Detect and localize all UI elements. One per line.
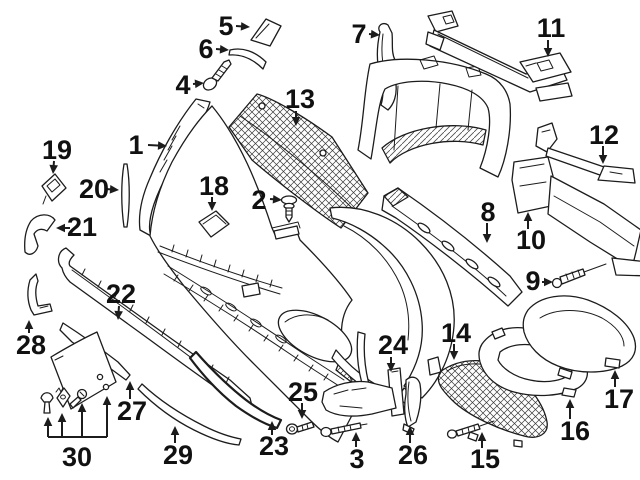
part-20-seal-strip bbox=[121, 163, 130, 228]
callout-number: 22 bbox=[106, 279, 136, 309]
callout-20[interactable]: 20 bbox=[79, 174, 119, 204]
callout-3[interactable]: 3 bbox=[349, 432, 365, 474]
callout-number: 17 bbox=[604, 384, 634, 414]
part-23-chrome-strip bbox=[188, 350, 283, 430]
part-12-strut bbox=[535, 122, 636, 184]
part-26-side-bracket bbox=[402, 376, 422, 435]
callout-number: 13 bbox=[285, 84, 315, 114]
callout-number: 5 bbox=[218, 11, 233, 41]
callout-26[interactable]: 26 bbox=[398, 426, 428, 470]
callout-24[interactable]: 24 bbox=[378, 330, 408, 372]
callout-number: 1 bbox=[128, 130, 143, 160]
part-29-molding bbox=[137, 383, 242, 446]
callout-number: 15 bbox=[470, 444, 500, 474]
callout-number: 16 bbox=[560, 416, 590, 446]
callout-29[interactable]: 29 bbox=[163, 426, 193, 470]
part-2-push-clip bbox=[280, 195, 298, 223]
callout-6[interactable]: 6 bbox=[198, 34, 229, 64]
callout-11[interactable]: 11 bbox=[537, 13, 566, 57]
callout-2[interactable]: 2 bbox=[251, 185, 282, 215]
callout-15[interactable]: 15 bbox=[470, 432, 500, 474]
callout-16[interactable]: 16 bbox=[560, 399, 590, 446]
callout-number: 2 bbox=[251, 185, 266, 215]
part-4-screw bbox=[202, 59, 232, 91]
callout-number: 4 bbox=[175, 70, 190, 100]
callout-14[interactable]: 14 bbox=[441, 318, 471, 360]
part-17-fog-bezel-outer bbox=[522, 295, 637, 380]
part-30-license-bracket-kit bbox=[40, 331, 117, 414]
small-link-bracket bbox=[427, 356, 442, 376]
callout-number: 19 bbox=[42, 135, 72, 165]
parts-layer bbox=[24, 10, 640, 448]
bumper-fascia bbox=[149, 105, 413, 443]
part-19-sleeve bbox=[41, 173, 67, 205]
callout-25[interactable]: 25 bbox=[288, 377, 318, 419]
callout-number: 8 bbox=[480, 197, 495, 227]
part-28-bracket bbox=[27, 273, 53, 316]
callout-7[interactable]: 7 bbox=[351, 19, 380, 49]
callout-23[interactable]: 23 bbox=[259, 421, 289, 461]
callout-1[interactable]: 1 bbox=[128, 130, 167, 160]
callout-number: 28 bbox=[16, 330, 46, 360]
part-11-crossmember bbox=[425, 10, 573, 102]
callout-number: 7 bbox=[351, 19, 366, 49]
callout-number: 10 bbox=[516, 225, 546, 255]
part-3-screw bbox=[320, 422, 368, 438]
part-25-bolt bbox=[285, 421, 315, 435]
part-21-bracket bbox=[24, 214, 56, 255]
callout-27[interactable]: 27 bbox=[117, 381, 147, 426]
part-15-screw bbox=[446, 420, 495, 439]
callout-9[interactable]: 9 bbox=[525, 266, 553, 296]
callout-number: 11 bbox=[537, 13, 566, 43]
callout-number: 27 bbox=[117, 396, 147, 426]
radiator-support bbox=[357, 55, 512, 178]
callout-22[interactable]: 22 bbox=[106, 279, 136, 320]
callout-13[interactable]: 13 bbox=[285, 84, 315, 126]
callout-5[interactable]: 5 bbox=[218, 11, 250, 41]
callout-8[interactable]: 8 bbox=[480, 197, 496, 243]
callout-18[interactable]: 18 bbox=[199, 171, 229, 211]
callout-12[interactable]: 12 bbox=[589, 120, 619, 164]
callout-21[interactable]: 21 bbox=[56, 212, 97, 242]
part-10-reinforcement-bar bbox=[511, 156, 640, 277]
callout-19[interactable]: 19 bbox=[42, 135, 72, 174]
callout-number: 23 bbox=[259, 431, 289, 461]
part-8-absorber-beam bbox=[381, 187, 523, 307]
callout-28[interactable]: 28 bbox=[16, 320, 46, 360]
callout-number: 20 bbox=[79, 174, 109, 204]
callout-number: 9 bbox=[525, 266, 540, 296]
part-9-screw bbox=[551, 263, 607, 289]
callout-number: 26 bbox=[398, 440, 428, 470]
callout-number: 29 bbox=[163, 440, 193, 470]
callout-number: 6 bbox=[198, 34, 213, 64]
callout-number: 21 bbox=[67, 212, 97, 242]
callout-17[interactable]: 17 bbox=[604, 370, 634, 414]
part-6-thin-strip bbox=[228, 48, 267, 70]
callout-30[interactable]: 30 bbox=[43, 396, 112, 472]
callout-number: 30 bbox=[62, 442, 92, 472]
callout-number: 25 bbox=[288, 377, 318, 407]
callout-number: 12 bbox=[589, 120, 619, 150]
callout-number: 14 bbox=[441, 318, 471, 348]
callout-4[interactable]: 4 bbox=[175, 70, 204, 100]
callout-10[interactable]: 10 bbox=[516, 212, 546, 255]
part-24-bracket bbox=[321, 367, 405, 417]
callout-number: 24 bbox=[378, 330, 408, 360]
callout-number: 3 bbox=[349, 444, 364, 474]
part-18-cover bbox=[198, 210, 230, 238]
callout-number: 18 bbox=[199, 171, 229, 201]
part-5-corner-strip bbox=[250, 18, 282, 47]
